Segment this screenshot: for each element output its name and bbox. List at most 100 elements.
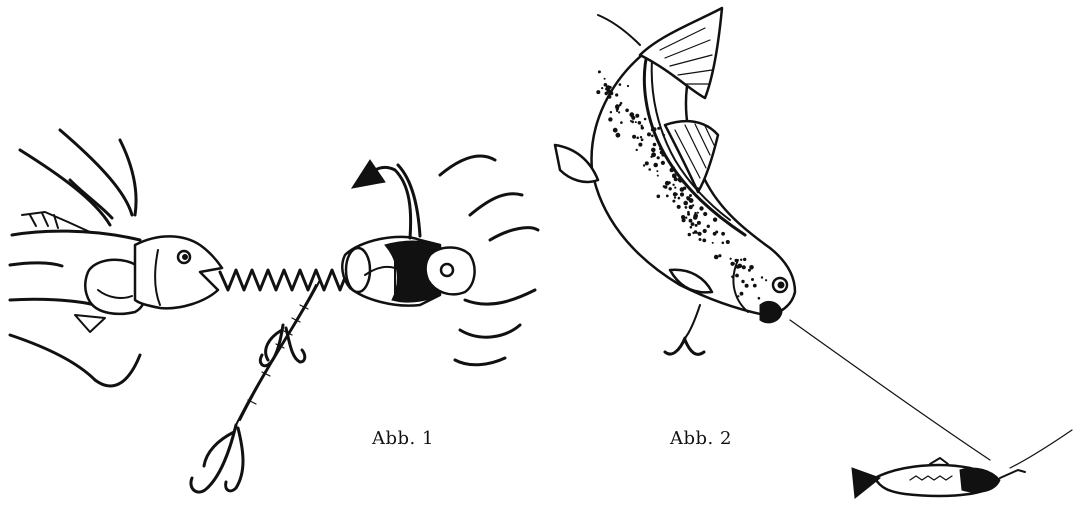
trout-spot: [696, 187, 699, 190]
trout-side-hook-drawing: [665, 305, 704, 354]
trout-spot: [737, 295, 739, 297]
trout-spot: [605, 88, 608, 91]
trout-spot: [740, 292, 744, 296]
leader-wire-drawing: [236, 280, 320, 425]
trout-spot: [721, 232, 725, 236]
trout-spot: [656, 170, 658, 172]
trout-spot: [598, 70, 601, 73]
trout-spot: [686, 196, 690, 200]
trout-spot: [660, 151, 663, 154]
trout-spot: [681, 215, 685, 219]
trout-spot: [745, 284, 749, 288]
trout-spot: [618, 111, 620, 113]
trout-spot: [596, 90, 600, 94]
trout-spot: [702, 239, 706, 243]
trout-spot: [636, 137, 639, 140]
trout-spot: [736, 265, 740, 269]
trout-spot: [647, 132, 651, 136]
trout-spot: [636, 149, 638, 151]
trout-spot: [713, 232, 717, 236]
trout-spot: [661, 161, 665, 165]
trout-spot: [689, 219, 693, 223]
trout-spot: [730, 258, 732, 260]
trout-spot: [631, 116, 635, 120]
trout-spot: [730, 262, 734, 266]
trout-spot: [608, 95, 612, 99]
trout-spot: [726, 240, 730, 244]
trout-spot: [718, 254, 721, 257]
trout-spot: [703, 229, 707, 233]
trout-spot: [765, 279, 767, 281]
trout-spot: [674, 197, 676, 199]
trout-spot: [615, 104, 620, 109]
trout-spot: [657, 175, 659, 177]
trout-spot: [741, 280, 744, 283]
trout-spot: [651, 128, 654, 131]
trout-spot: [672, 184, 674, 186]
trout-spot: [608, 117, 612, 121]
left-hand-drawing: [10, 130, 146, 386]
spring-coil-drawing: [220, 270, 356, 290]
trout-spot: [651, 135, 654, 138]
trout-spot: [651, 148, 656, 153]
trout-spot: [641, 138, 644, 141]
trout-spot: [657, 127, 660, 130]
trout-spot: [672, 200, 675, 203]
trout-spot: [691, 222, 695, 226]
trout-spot: [707, 225, 710, 228]
trout-spot: [609, 91, 613, 95]
trout-spot: [731, 275, 734, 278]
trout-spot: [657, 156, 660, 159]
trout-spot: [657, 195, 661, 199]
trout-spot: [758, 297, 761, 300]
trout-spot: [689, 194, 692, 197]
trout-spot: [683, 201, 688, 206]
trout-spot: [693, 215, 697, 219]
trout-spot: [703, 212, 707, 216]
trout-spot: [615, 93, 618, 96]
trout-spot: [699, 206, 703, 210]
figure-1-illustration: [10, 130, 538, 492]
trout-spot: [604, 78, 606, 80]
trout-spot: [678, 177, 683, 182]
trout-spot: [619, 83, 622, 86]
trout-spot: [698, 232, 702, 236]
trout-spot: [669, 187, 672, 190]
trout-spot: [627, 85, 629, 87]
trout-spot: [743, 258, 746, 261]
trout-spot: [761, 276, 763, 278]
trout-spot: [682, 181, 684, 183]
trout-spot: [712, 242, 714, 244]
figure-2-illustration: [555, 8, 1072, 498]
trout-spot: [645, 161, 649, 165]
trout-spot: [635, 121, 637, 123]
trout-spot: [630, 120, 632, 122]
trout-spot: [680, 192, 684, 196]
trout-spot: [753, 284, 757, 288]
trout-spot: [613, 128, 618, 133]
trout-spot: [653, 143, 657, 147]
trout-spot: [674, 177, 678, 181]
trout-spot: [695, 224, 698, 227]
fishing-line-drawing: [790, 320, 990, 460]
right-hand-drawing: [426, 156, 538, 365]
trout-spot: [740, 259, 742, 261]
trout-spot: [638, 143, 642, 147]
trout-spot: [749, 265, 754, 270]
trout-spot: [635, 114, 639, 118]
trout-spot: [625, 109, 629, 113]
trout-spot: [751, 278, 754, 281]
trout-spot: [743, 267, 746, 270]
trout-spot: [640, 136, 642, 138]
trout-spot: [735, 259, 738, 262]
trout-spot: [616, 133, 621, 138]
trout-spot: [688, 233, 691, 236]
treble-hook-lower: [191, 425, 243, 492]
trout-spot: [605, 92, 608, 95]
bait-fish-rig-drawing: [852, 458, 1025, 498]
trout-spot: [650, 156, 652, 158]
figure-1-caption: Abb. 1: [372, 428, 434, 449]
trout-spot: [648, 168, 651, 171]
trout-spot: [663, 134, 665, 136]
